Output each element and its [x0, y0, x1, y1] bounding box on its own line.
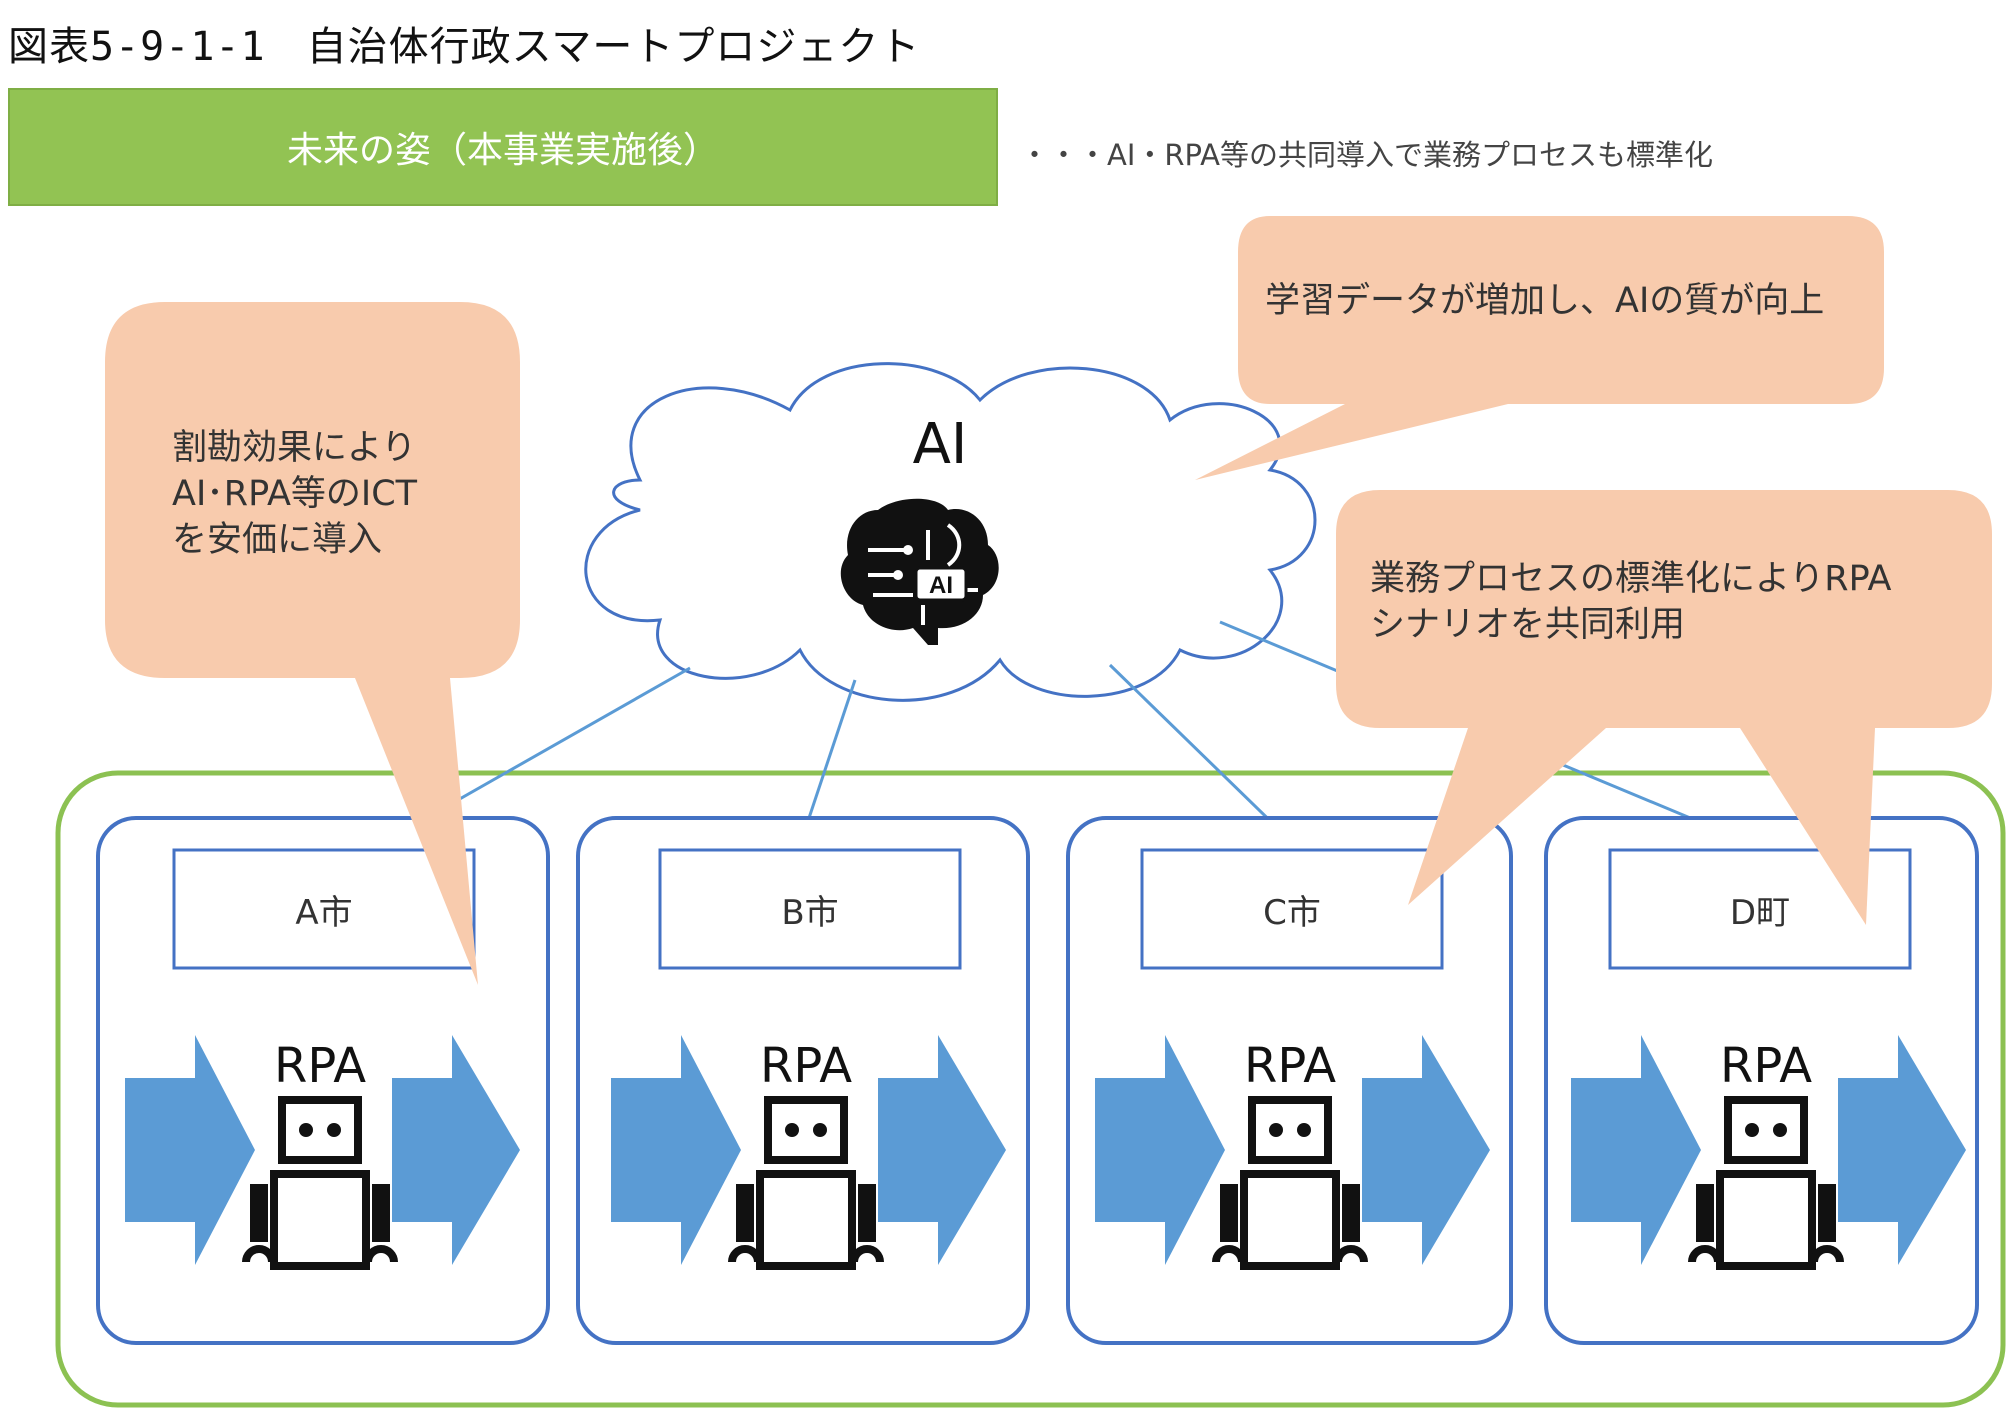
robot-claw-left-a	[242, 1245, 276, 1263]
robot-claw-left-b	[728, 1245, 762, 1263]
robot-eye-left-b	[785, 1123, 799, 1137]
robot-eye-right-b	[813, 1123, 827, 1137]
rpa-output-arrow-a	[392, 1035, 520, 1265]
rpa-output-arrow-c	[1362, 1035, 1490, 1265]
rpa-label-c: RPA	[1243, 1038, 1337, 1094]
rpa-input-arrow-a	[125, 1035, 255, 1265]
robot-eye-left-a	[299, 1123, 313, 1137]
robot-arm-right-c	[1342, 1184, 1360, 1242]
robot-head-d	[1724, 1096, 1808, 1164]
rpa-input-arrow-b	[611, 1035, 741, 1265]
robot-icon-c	[1212, 1096, 1368, 1270]
robot-arm-left-a	[250, 1184, 268, 1242]
callout-learning-text: 学習データが増加し、AIの質が向上	[1265, 281, 1825, 321]
rpa-output-arrow-b	[878, 1035, 1006, 1265]
robot-eye-left-d	[1745, 1123, 1759, 1137]
callout-cost	[105, 302, 520, 985]
svg-text:AI: AI	[929, 572, 953, 599]
callout-cost-text: 割勘効果により AI･RPA等のICT を安価に導入	[172, 428, 418, 560]
robot-arm-left-b	[736, 1184, 754, 1242]
rpa-label-b: RPA	[759, 1038, 853, 1094]
robot-arm-left-c	[1220, 1184, 1238, 1242]
robot-head-a	[278, 1096, 362, 1164]
arrow-to-c	[1108, 663, 1297, 847]
callout-standard	[1336, 490, 1992, 925]
rpa-input-arrow-d	[1571, 1035, 1701, 1265]
future-banner: 未来の姿（本事業実施後）	[8, 88, 998, 206]
callout-learning	[1195, 216, 1884, 480]
robot-eye-right-a	[327, 1123, 341, 1137]
cloud-ai-label: AI	[912, 412, 968, 477]
robot-head-c	[1248, 1096, 1332, 1164]
municipality-b-label: B市	[781, 892, 839, 933]
robot-head-b	[764, 1096, 848, 1164]
municipality-a-label: A市	[295, 892, 353, 933]
robot-body-b	[756, 1170, 856, 1270]
rpa-input-arrow-c	[1095, 1035, 1225, 1265]
robot-claw-left-c	[1212, 1245, 1246, 1263]
robot-body-c	[1240, 1170, 1340, 1270]
robot-arm-left-d	[1696, 1184, 1714, 1242]
robot-claw-right-b	[850, 1245, 884, 1263]
robot-icon-b	[728, 1096, 884, 1270]
robot-arm-right-d	[1818, 1184, 1836, 1242]
robot-claw-right-c	[1334, 1245, 1368, 1263]
robot-claw-right-d	[1810, 1245, 1844, 1263]
robot-icon-a	[242, 1096, 398, 1270]
robot-claw-left-d	[1688, 1245, 1722, 1263]
robot-arm-right-b	[858, 1184, 876, 1242]
rpa-output-arrow-d	[1838, 1035, 1966, 1265]
rpa-label-d: RPA	[1719, 1038, 1813, 1094]
robot-icon-d	[1688, 1096, 1844, 1270]
robot-eye-right-d	[1773, 1123, 1787, 1137]
banner-note: ・・・AI・RPA等の共同導入で業務プロセスも標準化	[1020, 138, 1714, 172]
robot-body-d	[1716, 1170, 1816, 1270]
rpa-label-a: RPA	[273, 1038, 367, 1094]
robot-eye-right-c	[1297, 1123, 1311, 1137]
robot-eye-left-c	[1269, 1123, 1283, 1137]
municipality-d-label: D町	[1729, 892, 1791, 933]
municipality-group-border	[55, 770, 2006, 1408]
figure-title: 図表5-9-1-1 自治体行政スマートプロジェクト	[8, 24, 921, 70]
robot-claw-right-a	[364, 1245, 398, 1263]
ai-brain-icon: AI	[840, 498, 999, 645]
callout-standard-text: 業務プロセスの標準化によりRPA シナリオを共同利用	[1370, 559, 1892, 645]
robot-arm-right-a	[372, 1184, 390, 1242]
robot-body-a	[270, 1170, 370, 1270]
municipality-c-label: C市	[1263, 892, 1321, 933]
